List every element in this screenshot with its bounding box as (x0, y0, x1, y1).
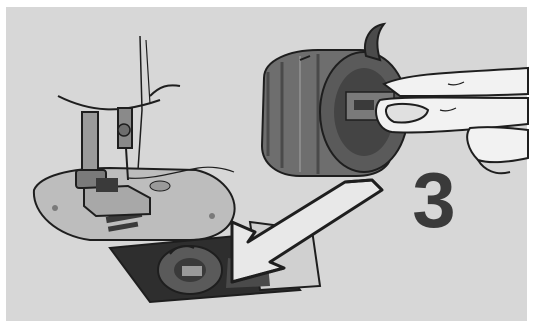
sewing-machine-icon (58, 36, 180, 170)
step-number: 3 (402, 160, 466, 240)
